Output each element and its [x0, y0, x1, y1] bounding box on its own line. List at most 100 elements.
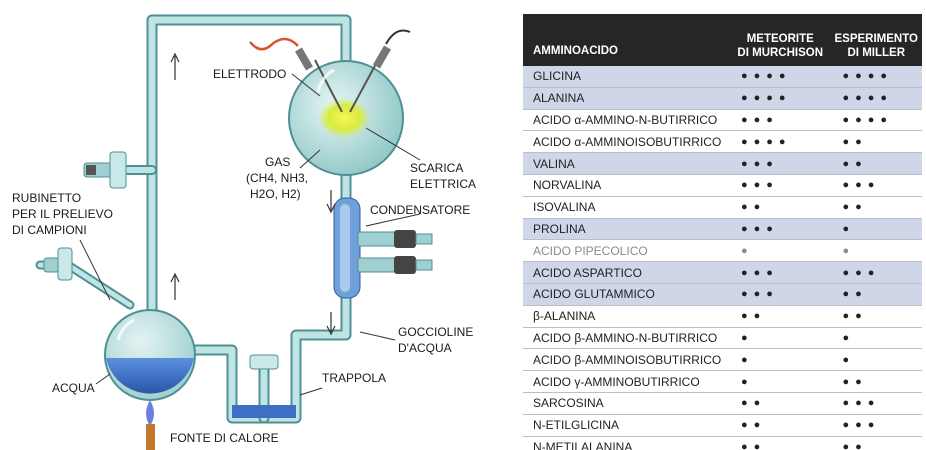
table-row: ACIDO α-AMMINO-N-BUTIRRICO●●●●●●● — [523, 109, 922, 132]
label-gas-line1: GAS — [265, 155, 290, 169]
murchison-dots: ●●●● — [729, 87, 831, 110]
header-meteorite: METEORITE DI MURCHISON — [729, 14, 831, 66]
label-acqua: ACQUA — [52, 381, 95, 395]
amino-acid-name: ACIDO PIPECOLICO — [523, 239, 730, 263]
miller-dots: ●●●● — [830, 87, 922, 110]
amino-acid-name: ACIDO α-AMMINO-N-BUTIRRICO — [523, 109, 730, 132]
label-rubinetto-line2: PER IL PRELIEVO — [12, 207, 113, 221]
table-row: GLICINA●●●●●●●● — [523, 66, 922, 88]
amino-acid-name: ACIDO β-AMMINOISOBUTIRRICO — [523, 348, 730, 372]
amino-acid-name: ACIDO γ-AMMINOBUTIRRICO — [523, 370, 730, 393]
electrode-right — [373, 29, 411, 69]
murchison-dots: ●●● — [729, 261, 831, 284]
miller-dots: ●●● — [830, 261, 922, 284]
murchison-dots: ● — [729, 239, 831, 263]
label-goccioline-line1: GOCCIOLINE — [398, 325, 473, 339]
miller-dots: ●●● — [830, 174, 922, 197]
miller-dots: ●●●● — [830, 109, 922, 132]
miller-apparatus-diagram: ELETTRODO GAS (CH4, NH3, H2O, H2) SCARIC… — [12, 14, 476, 450]
miller-dots: ●●●● — [830, 66, 922, 88]
label-gas-line2: (CH4, NH3, — [246, 171, 308, 185]
header-esperimento-line1: ESPERIMENTO — [834, 33, 919, 45]
table-row: ACIDO PIPECOLICO●● — [523, 239, 922, 263]
table-row: VALINA●●●●● — [523, 152, 922, 175]
label-rubinetto-line1: RUBINETTO — [12, 191, 81, 205]
miller-dots: ● — [830, 327, 922, 350]
header-esperimento-line2: DI MILLER — [847, 47, 906, 59]
amino-acid-name: VALINA — [523, 152, 730, 175]
miller-dots: ● — [830, 348, 922, 372]
heat-source — [146, 400, 155, 450]
amino-acid-name: ACIDO GLUTAMMICO — [523, 283, 730, 306]
murchison-dots: ●● — [729, 436, 831, 450]
flow-arrows — [170, 52, 336, 336]
murchison-dots: ● — [729, 370, 831, 393]
label-scarica-line1: SCARICA — [410, 161, 463, 175]
label-gas-line3: H2O, H2) — [250, 187, 301, 201]
amino-acid-table-panel: AMMINOACIDO METEORITE DI MURCHISON ESPER… — [523, 14, 926, 450]
miller-dots: ●●● — [830, 414, 922, 437]
table-header-row: AMMINOACIDO METEORITE DI MURCHISON ESPER… — [523, 14, 922, 66]
murchison-dots: ●● — [729, 392, 831, 415]
murchison-dots: ● — [729, 348, 831, 372]
label-condensatore: CONDENSATORE — [370, 203, 470, 217]
amino-acid-table: AMMINOACIDO METEORITE DI MURCHISON ESPER… — [523, 14, 922, 450]
table-row: NORVALINA●●●●●● — [523, 174, 922, 197]
amino-acid-name: SARCOSINA — [523, 392, 730, 415]
amino-acid-name: β-ALANINA — [523, 305, 730, 328]
miller-dots: ●● — [830, 130, 922, 154]
table-row: ISOVALINA●●●● — [523, 196, 922, 219]
murchison-dots: ●●● — [729, 283, 831, 306]
stopcock-top — [83, 151, 127, 189]
miller-dots: ●● — [830, 152, 922, 175]
table-row: ACIDO GLUTAMMICO●●●●● — [523, 283, 922, 306]
label-fonte-di-calore: FONTE DI CALORE — [170, 431, 279, 445]
header-amminoacido: AMMINOACIDO — [523, 14, 730, 66]
table-row: SARCOSINA●●●●● — [523, 392, 922, 415]
table-row: ALANINA●●●●●●●● — [523, 87, 922, 110]
miller-dots: ●● — [830, 370, 922, 393]
table-row: ACIDO β-AMMINO-N-BUTIRRICO●● — [523, 327, 922, 350]
murchison-dots: ●●● — [729, 218, 831, 241]
table-row: ACIDO γ-AMMINOBUTIRRICO●●● — [523, 370, 922, 393]
table-row: β-ALANINA●●●● — [523, 305, 922, 328]
amino-acid-name: ACIDO α-AMMINOISOBUTIRRICO — [523, 130, 730, 154]
gas-flask — [288, 59, 404, 176]
miller-dots: ●● — [830, 196, 922, 219]
murchison-dots: ●● — [729, 305, 831, 328]
amino-acid-name: ISOVALINA — [523, 196, 730, 219]
condenser — [333, 197, 433, 299]
murchison-dots: ●●●● — [729, 66, 831, 88]
header-meteorite-line1: METEORITE — [746, 33, 814, 45]
water-flask — [104, 309, 196, 401]
table-row: ACIDO ASPARTICO●●●●●● — [523, 261, 922, 284]
label-trappola: TRAPPOLA — [322, 371, 386, 385]
label-elettrodo: ELETTRODO — [213, 67, 286, 81]
murchison-dots: ●●● — [729, 109, 831, 132]
table-row: N-METILALANINA●●●● — [523, 436, 922, 450]
amino-acid-name: ALANINA — [523, 87, 730, 110]
label-rubinetto-line3: DI CAMPIONI — [12, 223, 87, 237]
amino-acid-name: ACIDO β-AMMINO-N-BUTIRRICO — [523, 327, 730, 350]
table-row: PROLINA●●●● — [523, 218, 922, 241]
label-scarica-line2: ELETTRICA — [410, 177, 476, 191]
miller-dots: ● — [830, 218, 922, 241]
amino-acid-name: N-METILALANINA — [523, 436, 730, 450]
amino-acid-table-body: GLICINA●●●●●●●●ALANINA●●●●●●●●ACIDO α-AM… — [523, 66, 922, 450]
amino-acid-name: GLICINA — [523, 66, 730, 88]
header-esperimento: ESPERIMENTO DI MILLER — [830, 14, 922, 66]
label-goccioline-line2: D'ACQUA — [398, 341, 452, 355]
amino-acid-name: ACIDO ASPARTICO — [523, 261, 730, 284]
miller-dots: ●● — [830, 305, 922, 328]
murchison-dots: ●● — [729, 196, 831, 219]
sampling-stopcock — [43, 247, 73, 281]
table-row: ACIDO α-AMMINOISOBUTIRRICO●●●●●● — [523, 130, 922, 154]
murchison-dots: ●●● — [729, 152, 831, 175]
miller-dots: ● — [830, 239, 922, 263]
murchison-dots: ●●●● — [729, 130, 831, 154]
electrode-left — [249, 37, 313, 71]
header-meteorite-line2: DI MURCHISON — [737, 47, 824, 59]
table-row: ACIDO β-AMMINOISOBUTIRRICO●● — [523, 348, 922, 372]
amino-acid-name: NORVALINA — [523, 174, 730, 197]
table-row: N-ETILGLICINA●●●●● — [523, 414, 922, 437]
